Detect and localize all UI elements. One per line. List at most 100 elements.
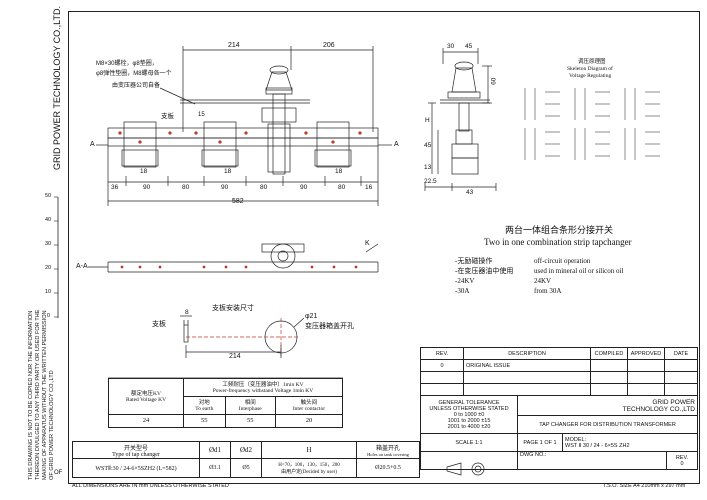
dim-214-top: 214 xyxy=(228,42,240,49)
side-dim-60: 60 xyxy=(490,77,498,85)
mount-dia: φ21 xyxy=(305,313,318,320)
mount-hole-label: 变压器箱盖开孔 xyxy=(305,322,354,330)
spec-cn-4: -30A xyxy=(455,287,470,295)
d1-value: Ø3.1 xyxy=(199,458,231,478)
dim-18-3: 18 xyxy=(335,168,343,175)
dwg-cell: DWG NO.: xyxy=(517,451,667,470)
type-value: WSTⅡ:30 / 24-6×5SZH2 (L=582) xyxy=(72,458,200,478)
spec-en-1: off-circuit operation xyxy=(534,257,591,265)
margin-initials: OF xyxy=(54,470,63,476)
spec-cn-1: -无励磁操作 xyxy=(455,257,493,265)
dim-15: 15 xyxy=(198,112,205,118)
value-contactor: 20 xyxy=(274,413,344,429)
contact-dots xyxy=(118,131,362,144)
schematic-title-en1: Skeleton Diagram of xyxy=(567,66,613,72)
product-title-cn: 两台一体组合条形分接开关 xyxy=(505,225,614,235)
ruler-tick-10: 10 xyxy=(45,289,52,295)
value-rated: 24 xyxy=(108,413,184,429)
d1-header: Ød1 xyxy=(199,440,231,460)
tolerance-cell: GENERAL TOLERANCE UNLESS OTHERWISE STATE… xyxy=(420,395,518,434)
d2-value: Ø5 xyxy=(230,458,262,478)
rev-value: 0 xyxy=(420,359,464,372)
schematic-title-en2: Voltage Regulating xyxy=(569,73,612,79)
ruler-tick-40: 40 xyxy=(45,217,52,223)
rev-header: REV. xyxy=(420,347,464,360)
value-earth: 55 xyxy=(183,413,226,429)
note-line-3: 由变压器公司自备 xyxy=(112,83,161,89)
footer-right: I.S.O. SIZE A4 210mm x 297 mm xyxy=(604,483,686,489)
spec-en-3: 24KV xyxy=(534,277,552,285)
section-aa-linework xyxy=(88,243,379,273)
side-dim-45: 45 xyxy=(465,43,473,50)
ruler-tick-0: 0 xyxy=(47,313,51,319)
schematic-title-cn: 调压原理图 xyxy=(578,59,606,65)
section-k-label: K xyxy=(365,240,370,247)
note-line-2: φ8弹性垫圈，M8螺母各一个 xyxy=(96,71,172,77)
side-dim-43: 43 xyxy=(466,189,474,196)
date-header: DATE xyxy=(664,347,698,360)
dim-bottom-80c: 80 xyxy=(338,184,346,191)
section-aa-label: A-A xyxy=(76,263,88,270)
approved-header: APPROVED xyxy=(627,347,665,360)
label-zhiban: 支板 xyxy=(161,113,174,120)
drawing-frame xyxy=(68,11,700,484)
mount-plate-label: 支板 xyxy=(152,320,166,328)
dim-18-2: 18 xyxy=(224,168,232,175)
dim-bottom-80b: 80 xyxy=(260,184,268,191)
rev-cell: REV.0 xyxy=(666,451,698,470)
symbol-cell xyxy=(420,451,518,470)
section-aa-dots xyxy=(120,265,358,269)
front-view-linework xyxy=(96,46,392,206)
dim-total-582: 582 xyxy=(232,198,244,205)
spec-en-2: used in mineral oil or silicon oil xyxy=(534,267,624,275)
value-interphase: 55 xyxy=(224,413,276,429)
revision-table: REV. DESCRIPTION COMPILED APPROVED DATE … xyxy=(420,347,698,396)
dim-bottom-90c: 90 xyxy=(300,184,308,191)
dim-18-1: 18 xyxy=(140,168,148,175)
ruler-tick-20: 20 xyxy=(45,265,52,271)
mount-linework xyxy=(180,315,305,358)
side-dim-22-5: 22.5 xyxy=(424,178,437,185)
h-header: H xyxy=(261,440,357,460)
drawing-title-cell: TAP CHANGER FOR DISTRIBUTION TRANSFORMER xyxy=(517,415,698,434)
side-dim-13: 13 xyxy=(424,164,432,171)
dim-206-top: 206 xyxy=(323,42,335,49)
schematic-linework xyxy=(524,88,660,160)
compiled-header: COMPILED xyxy=(590,347,628,360)
note-line-1: M8×30螺栓，φ8垫圈， xyxy=(96,61,158,67)
mount-dim-8: 8 xyxy=(185,309,189,316)
ruler-tick-50: 50 xyxy=(45,193,52,199)
spec-cn-2: -在变压器油中使用 xyxy=(455,267,514,275)
mount-dim-214: 214 xyxy=(229,353,241,360)
side-view-linework xyxy=(424,48,497,191)
mount-title: 支板安装尺寸 xyxy=(212,304,254,312)
dim-bottom-80a: 80 xyxy=(182,184,190,191)
side-dim-30: 30 xyxy=(447,43,455,50)
dim-bottom-90b: 90 xyxy=(221,184,229,191)
d2-header: Ød2 xyxy=(230,440,262,460)
dim-bottom-16: 16 xyxy=(365,184,373,191)
dim-bottom-36: 36 xyxy=(111,184,119,191)
product-title-en: Two in one combination strip tapchanger xyxy=(484,237,632,247)
side-dim-H: H xyxy=(425,117,430,124)
label-a-right: A xyxy=(394,141,399,148)
hole-value: Ø20.5+0.5 xyxy=(356,458,420,478)
spec-cn-3: -24KV xyxy=(455,277,475,285)
title-block: GENERAL TOLERANCE UNLESS OTHERWISE STATE… xyxy=(420,395,698,470)
model-cell: MODEL:WST Ⅱ 30 / 24 - 6×5S ZH2 xyxy=(562,433,698,452)
page-cell: PAGE 1 OF 1 xyxy=(517,433,563,452)
desc-header: DESCRIPTION xyxy=(463,347,591,360)
